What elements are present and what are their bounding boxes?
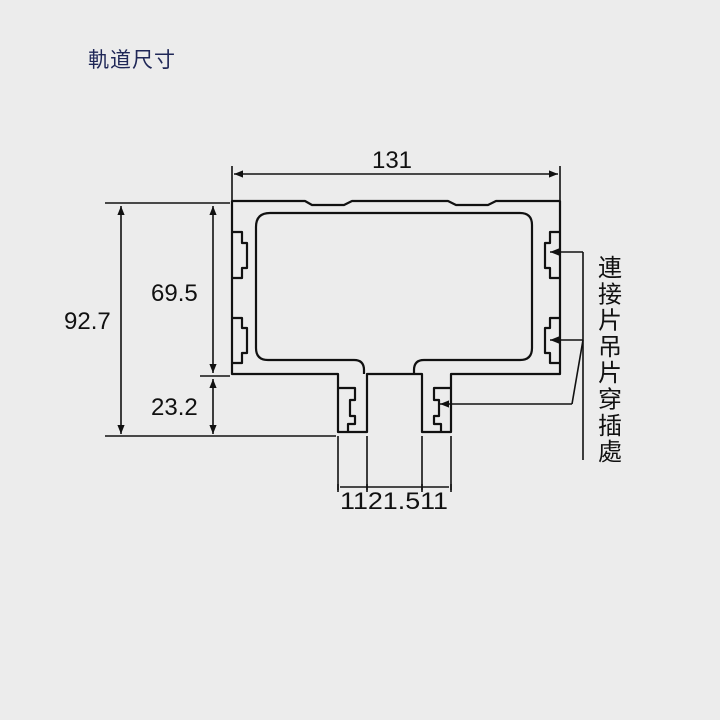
callout-note-char: 連 xyxy=(598,254,622,282)
width-dimension-text: 131 xyxy=(372,147,412,174)
page-title: 軌道尺寸 xyxy=(88,48,176,72)
right-wall-slot-lower xyxy=(543,316,560,365)
callout-note-char: 片 xyxy=(598,307,622,335)
callout-note-char: 穿 xyxy=(598,386,622,414)
rail-inner-cavity xyxy=(254,211,534,374)
left-wall-slot-upper xyxy=(232,230,249,280)
total-height-text: 92.7 xyxy=(64,308,111,335)
rail-profile xyxy=(230,199,562,434)
callout-note-char: 插 xyxy=(598,412,622,440)
right-wall-slot-upper xyxy=(543,230,560,280)
right-flange-groove xyxy=(432,386,451,432)
callout-note-char: 片 xyxy=(598,359,622,387)
left-flange-groove xyxy=(338,386,357,432)
callout-note-char: 吊 xyxy=(598,333,622,361)
rail-outer-outline xyxy=(230,199,562,434)
callout-leader-lower xyxy=(571,339,584,405)
bottom-widths-text: 1121.511 xyxy=(340,488,448,515)
callout-note-char: 接 xyxy=(598,280,622,308)
upper-height-text: 69.5 xyxy=(151,280,198,307)
left-wall-slot-lower xyxy=(232,316,249,365)
dimension-lines xyxy=(105,166,584,492)
lower-height-text: 23.2 xyxy=(151,394,198,421)
callout-note-char: 處 xyxy=(598,438,622,466)
bottom-dim-ticks xyxy=(337,484,452,490)
